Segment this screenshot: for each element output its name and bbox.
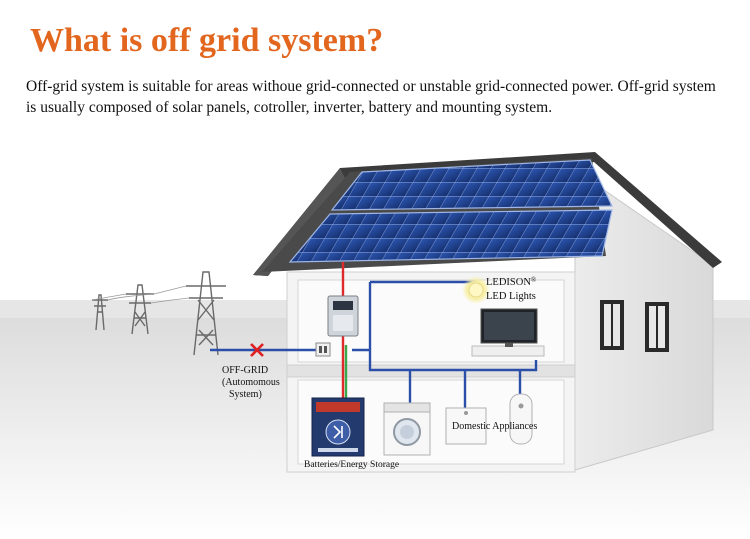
transmission-tower-icon — [126, 284, 154, 335]
off-grid-sub-label-2: System) — [229, 389, 262, 400]
batteries-label: Batteries/Energy Storage — [304, 460, 399, 470]
solar-panels — [288, 159, 613, 263]
inverter-controller — [327, 295, 359, 337]
description-line-2: is usually composed of solar panels, cot… — [26, 99, 553, 116]
off-grid-sub-label-1: (Automomous — [222, 377, 280, 388]
transmission-tower-icon — [186, 271, 226, 356]
breaker-box — [315, 342, 331, 357]
power-towers — [91, 271, 226, 356]
side-window — [600, 300, 624, 350]
domestic-appliances-label: Domestic Appliances — [452, 421, 537, 432]
washing-machine-icon — [383, 402, 431, 456]
off-grid-label: OFF-GRID — [222, 365, 268, 376]
ledison-label: LEDISON® — [486, 276, 537, 288]
battery-icon — [311, 397, 365, 457]
page-title: What is off grid system? — [30, 22, 384, 59]
tv-icon — [471, 308, 545, 357]
description-line-1: Off-grid system is suitable for areas wi… — [26, 78, 716, 95]
description: Off-grid system is suitable for areas wi… — [26, 76, 746, 118]
side-window — [645, 302, 669, 352]
transmission-tower-icon — [92, 294, 108, 331]
grid-disconnected-icon — [250, 343, 264, 357]
appliance-box-icon — [445, 407, 487, 445]
led-lights-label: LED Lights — [486, 291, 536, 302]
water-heater-icon — [509, 393, 533, 445]
led-bulb-icon — [462, 276, 490, 304]
